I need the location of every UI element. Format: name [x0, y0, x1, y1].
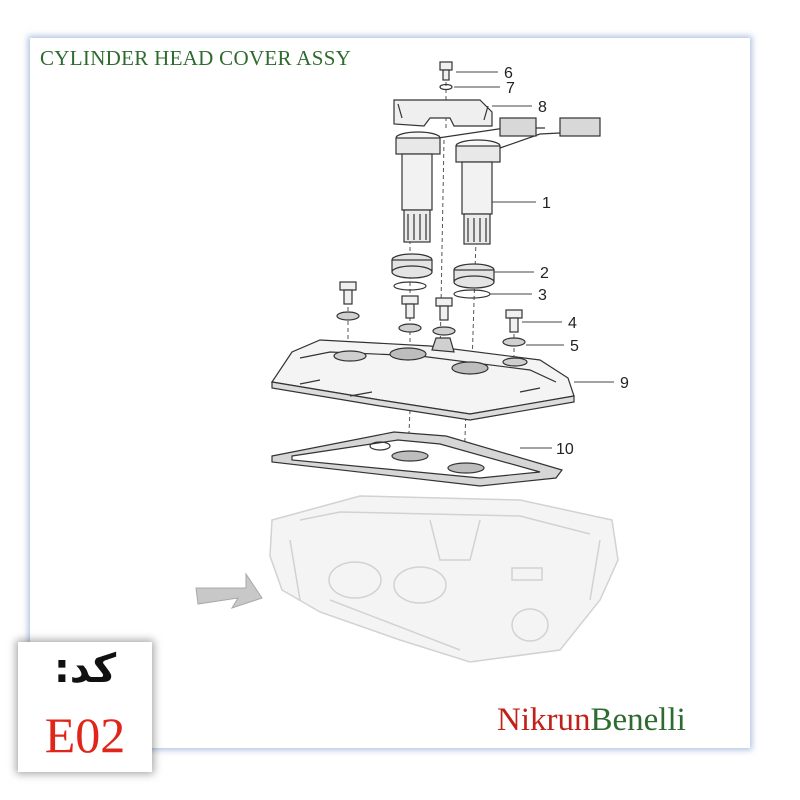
washer-part-7 — [439, 83, 453, 91]
ignition-coils-part-1 — [395, 117, 601, 245]
brand-name: NikrunBenelli — [497, 702, 686, 739]
callout-6: 6 — [504, 65, 513, 82]
callout-9: 9 — [620, 375, 629, 392]
code-value: E02 — [44, 707, 126, 763]
direction-arrow — [195, 572, 263, 609]
callout-3: 3 — [538, 287, 547, 304]
diagram-title: CYLINDER HEAD COVER ASSY — [40, 46, 352, 70]
part-code-box: کد: E02 — [18, 642, 152, 772]
gasket-part-10 — [271, 431, 563, 487]
callout-4: 4 — [568, 315, 577, 332]
callout-1: 1 — [542, 195, 551, 212]
code-label: کد: — [53, 646, 117, 692]
bolts-part-4 — [339, 281, 523, 333]
callout-8: 8 — [538, 99, 547, 116]
seals-part-2 — [391, 253, 495, 289]
cylinder-head-ghost — [269, 495, 619, 663]
callout-10: 10 — [556, 441, 574, 458]
callout-numbers: 6 7 8 1 2 3 4 5 9 10 — [504, 65, 629, 458]
brand-part-benelli: Benelli — [590, 702, 686, 738]
head-cover-part-9 — [270, 337, 575, 421]
callout-2: 2 — [540, 265, 549, 282]
callout-7: 7 — [506, 80, 515, 97]
brand-part-nikrun: Nikrun — [497, 702, 591, 738]
bracket-part-8 — [393, 99, 493, 127]
grommets-part-5 — [336, 311, 526, 347]
leader-lines — [454, 71, 614, 449]
bolt-part-6 — [439, 61, 453, 81]
callout-5: 5 — [570, 338, 579, 355]
